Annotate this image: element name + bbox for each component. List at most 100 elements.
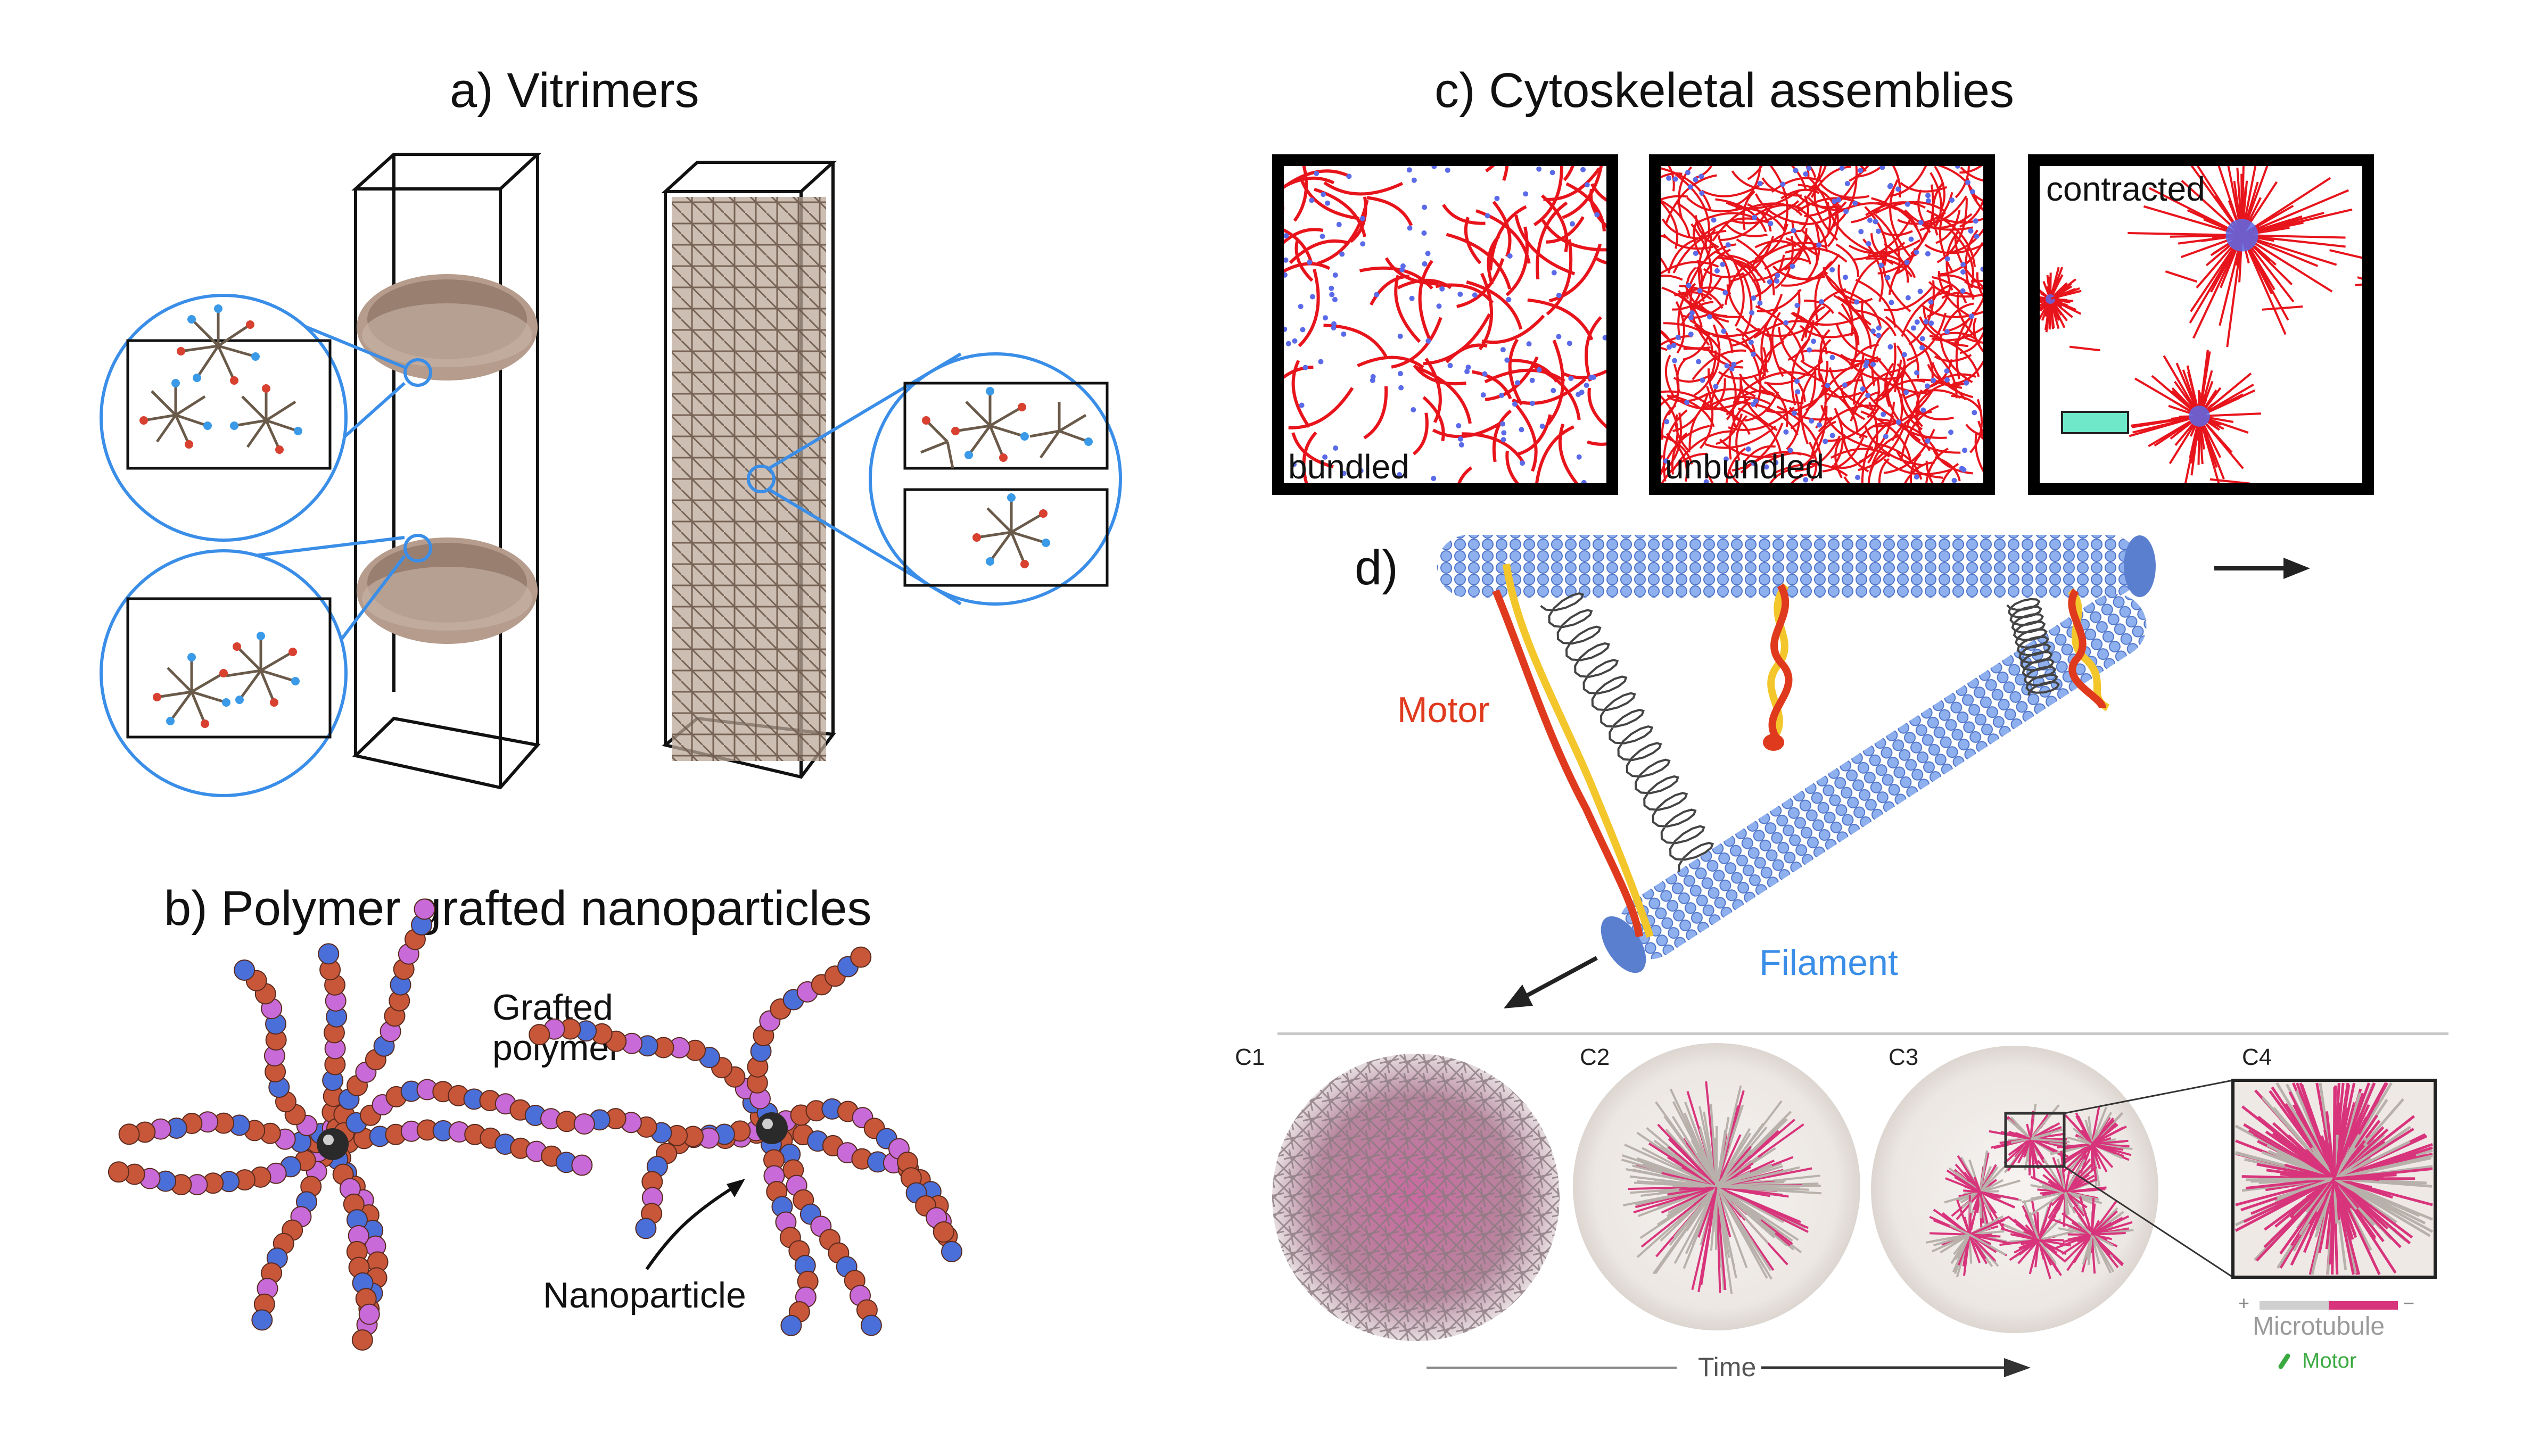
actin-filament: [1896, 451, 1943, 479]
actin-filament: [1974, 434, 1983, 473]
actin-filament: [1844, 290, 1882, 328]
crosslinker: [1751, 295, 1757, 301]
crosslinker: [1325, 200, 1331, 206]
crosslinker: [1300, 327, 1306, 333]
microtubule: [2008, 1118, 2032, 1140]
crosslinker: [1523, 191, 1529, 197]
crosslinker: [1949, 197, 1955, 203]
legend-microtubule-bar: [2260, 1301, 2398, 1310]
microtubule: [2073, 1234, 2093, 1263]
actin-filament: [1291, 360, 1310, 428]
star-polymers-right: [903, 382, 1109, 587]
panel-a-title: a) Vitrimers: [450, 63, 699, 118]
crosslinker: [1584, 383, 1589, 388]
crosslinker: [1829, 267, 1835, 272]
crosslinker: [1870, 361, 1876, 367]
actin-filament: [1883, 458, 1952, 476]
actin-filament: [1739, 373, 1771, 395]
crosslinker: [1579, 390, 1585, 395]
legend-motor-label: Motor: [2302, 1349, 2357, 1372]
actin-filament: [1667, 238, 1698, 274]
crosslinker: [1751, 460, 1757, 466]
crosslinker: [1689, 310, 1695, 316]
crosslinker: [1512, 401, 1518, 407]
actin-filament: [1835, 243, 1860, 277]
crosslinker: [1339, 251, 1345, 257]
microtubule: [2320, 1135, 2336, 1179]
polymer-bead: [318, 943, 340, 965]
actin-filament: [1810, 420, 1836, 459]
actin-filament: [1869, 435, 1899, 474]
crosslinker: [1962, 448, 1968, 453]
actin-filament: [1719, 439, 1787, 458]
polymer-bead: [118, 1123, 140, 1145]
microtubule: [2333, 1178, 2402, 1248]
actin-filament: [1414, 365, 1472, 424]
actin-filament: [1926, 286, 1952, 318]
actin-filament: [1841, 303, 1858, 370]
actin-filament: [1547, 340, 1565, 425]
microtubule: [1716, 1119, 1795, 1188]
crosslinker: [1706, 314, 1712, 320]
actin-filament: [1871, 197, 1924, 242]
actin-filament: [1587, 440, 1606, 446]
crosslinker: [1787, 448, 1793, 453]
crosslinker: [1948, 429, 1954, 435]
microtubule: [2333, 1140, 2411, 1180]
crosslinker: [1955, 166, 1960, 169]
actin-filament: [1418, 260, 1433, 342]
actin-filament: [1754, 193, 1807, 225]
actin-filament: [1874, 390, 1934, 428]
microtubule: [2057, 1192, 2066, 1210]
actin-filament: [1819, 329, 1831, 363]
actin-filament: [1973, 318, 1983, 353]
crosslinker: [1903, 390, 1909, 395]
polymer-bead: [108, 1161, 129, 1183]
actin-filament: [1792, 311, 1828, 354]
microtubule: [1691, 1186, 1718, 1290]
polymer-bead: [529, 1024, 550, 1046]
crosslinker: [1803, 477, 1809, 483]
crosslinker: [1506, 296, 1512, 302]
crosslinker: [1688, 315, 1694, 321]
crosslinker: [1745, 446, 1751, 452]
actin-filament: [1729, 254, 1760, 276]
crosslinker: [1422, 261, 1428, 267]
star-polymer-ends-right: [922, 387, 1093, 568]
actin-filament: [1848, 239, 1921, 254]
star-polymers-upper: [126, 309, 332, 470]
crosslinker: [1568, 375, 1574, 381]
crosslinker: [1711, 217, 1717, 223]
crosslinker: [1780, 181, 1786, 187]
actin-filament: [1835, 324, 1882, 361]
polymer-bead: [234, 959, 255, 981]
actin-filament: [1826, 202, 1879, 256]
crosslinker: [1539, 423, 1545, 429]
actin-filament: [1478, 272, 1494, 351]
crosslinker: [1409, 295, 1415, 301]
actin-filament: [1472, 370, 1512, 400]
crosslinker: [1811, 338, 1817, 344]
actin-filament: [1819, 183, 1870, 199]
actin-filament: [1681, 301, 1714, 325]
actin-filament: [1866, 257, 1913, 278]
crosslinker: [1318, 359, 1324, 365]
actin-filament: [1920, 304, 1983, 318]
actin-filament: [1664, 354, 1676, 399]
actin-filament: [1760, 308, 1779, 376]
actin-filament: [1931, 326, 1983, 342]
network-bundled-canvas: [1284, 166, 1606, 483]
actin-filament: [1901, 291, 1949, 337]
microtubule: [1673, 1156, 1718, 1188]
microtubule: [1968, 1234, 1996, 1261]
crosslinker: [1973, 218, 1978, 224]
crosslinker: [1399, 267, 1405, 272]
actin-filament: [1492, 409, 1512, 462]
crosslinker: [1359, 216, 1365, 221]
actin-filament: [1536, 201, 1568, 280]
microtubule: [1980, 1179, 2004, 1193]
legend-minus-sign: −: [2403, 1292, 2415, 1314]
actin-filament: [2209, 478, 2250, 483]
microtubule: [2334, 1154, 2433, 1180]
